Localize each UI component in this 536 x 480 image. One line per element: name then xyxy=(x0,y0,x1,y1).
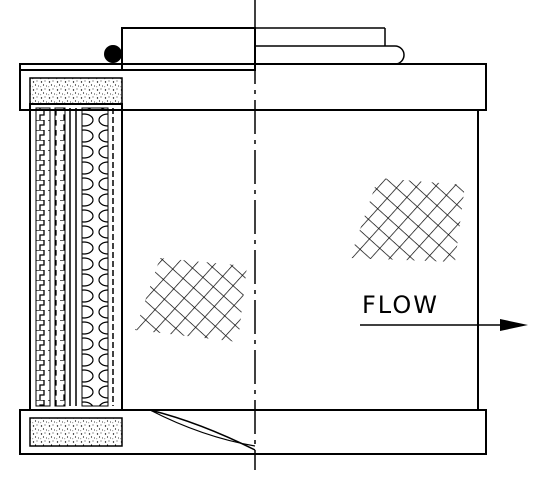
top-cap xyxy=(19,27,487,111)
flow-label: FLOW xyxy=(362,291,439,319)
mesh-screen-left xyxy=(135,258,247,342)
bottom-end-seal xyxy=(29,417,123,447)
bottom-cap xyxy=(19,409,487,455)
top-end-seal xyxy=(29,77,123,105)
flow-indicator: FLOW xyxy=(360,291,528,331)
arrow-right-icon xyxy=(500,319,528,331)
fastener-icon xyxy=(104,45,122,63)
mesh-screen-right xyxy=(350,178,465,262)
filter-media xyxy=(29,103,123,411)
